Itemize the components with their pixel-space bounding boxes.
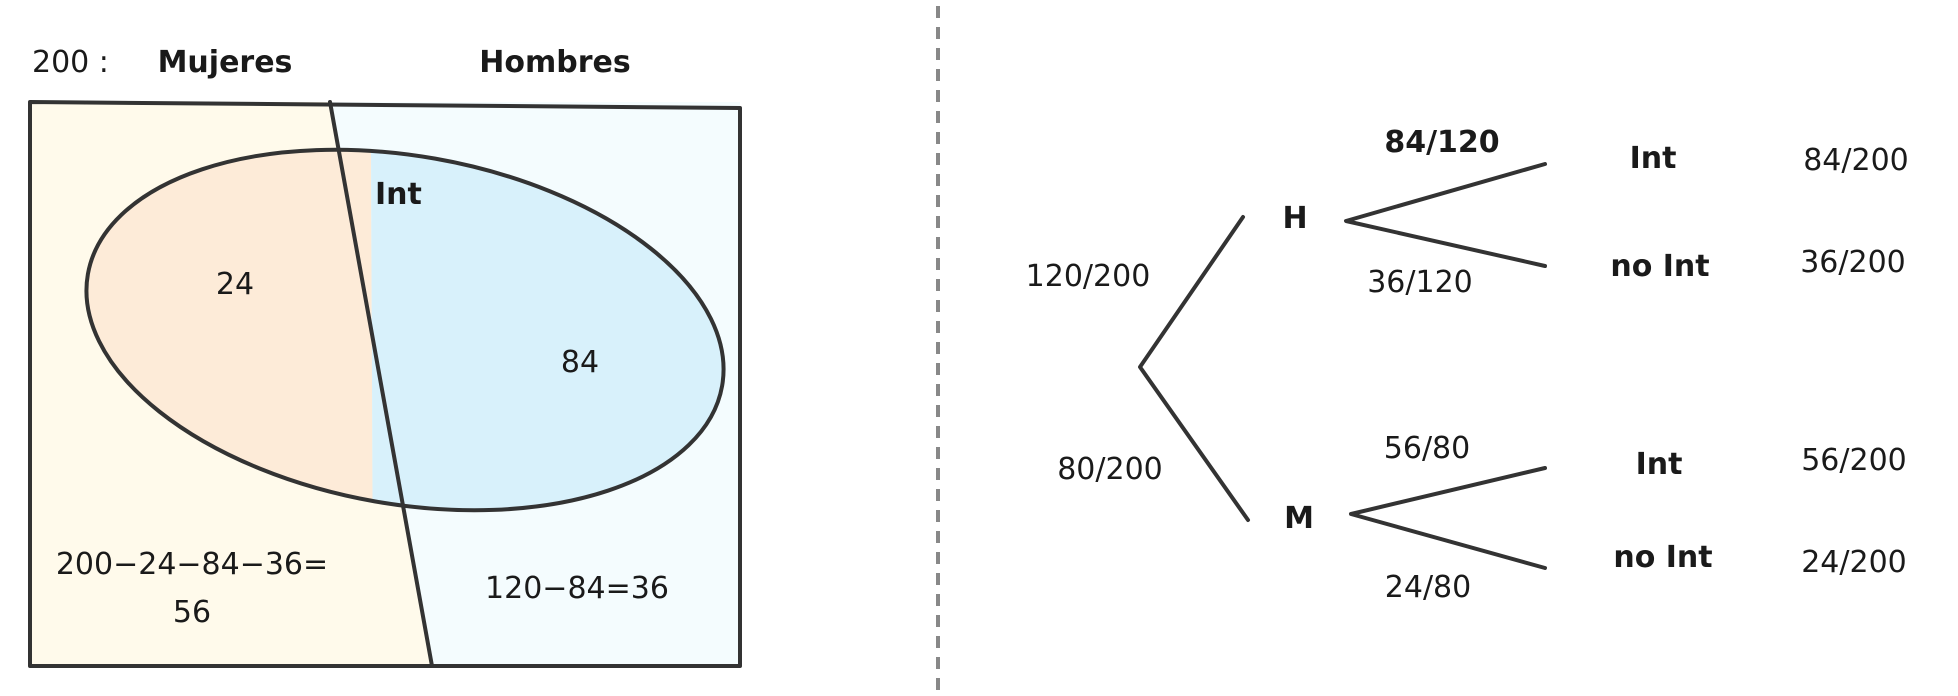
node-m: M xyxy=(1284,501,1314,536)
gender-divider-line xyxy=(328,100,434,668)
probability-tree: 120/200 80/200 H M 84/120 36/120 56/80 2… xyxy=(1026,125,1909,605)
root-lower-prob: 80/200 xyxy=(1057,452,1163,487)
joint-m-int: 56/200 xyxy=(1801,443,1907,478)
node-h: H xyxy=(1282,201,1307,236)
int-set-ellipse xyxy=(84,147,726,513)
m-int-prob: 56/80 xyxy=(1384,431,1470,466)
h-branches xyxy=(1344,162,1547,268)
h-int-prob: 84/120 xyxy=(1384,125,1499,160)
h-noint-prob: 36/120 xyxy=(1367,265,1473,300)
men-int-count: 84 xyxy=(561,345,599,380)
men-header: Hombres xyxy=(479,45,630,80)
root-branches xyxy=(1138,215,1250,522)
total-label: 200 : xyxy=(32,45,109,80)
joint-h-noint: 36/200 xyxy=(1800,245,1906,280)
leaf-m-noint: no Int xyxy=(1613,540,1712,575)
universe-frame xyxy=(28,100,742,668)
venn-diagram: 200 : Mujeres Hombres Int 24 84 200−24−8… xyxy=(28,45,742,668)
leaf-h-noint: no Int xyxy=(1610,249,1709,284)
women-not-int-expr: 200−24−84−36= xyxy=(56,547,328,582)
int-ellipse-men-part xyxy=(272,149,724,511)
women-int-count: 24 xyxy=(216,267,254,302)
women-not-int-result: 56 xyxy=(173,595,211,630)
int-set-label: Int xyxy=(375,177,422,212)
leaf-m-int: Int xyxy=(1636,447,1683,482)
m-branches xyxy=(1349,466,1547,570)
joint-m-noint: 24/200 xyxy=(1801,545,1907,580)
m-noint-prob: 24/80 xyxy=(1385,570,1471,605)
men-not-int-expr: 120−84=36 xyxy=(485,571,669,606)
joint-h-int: 84/200 xyxy=(1803,143,1909,178)
leaf-h-int: Int xyxy=(1630,141,1677,176)
women-header: Mujeres xyxy=(158,45,293,80)
root-upper-prob: 120/200 xyxy=(1026,259,1151,294)
